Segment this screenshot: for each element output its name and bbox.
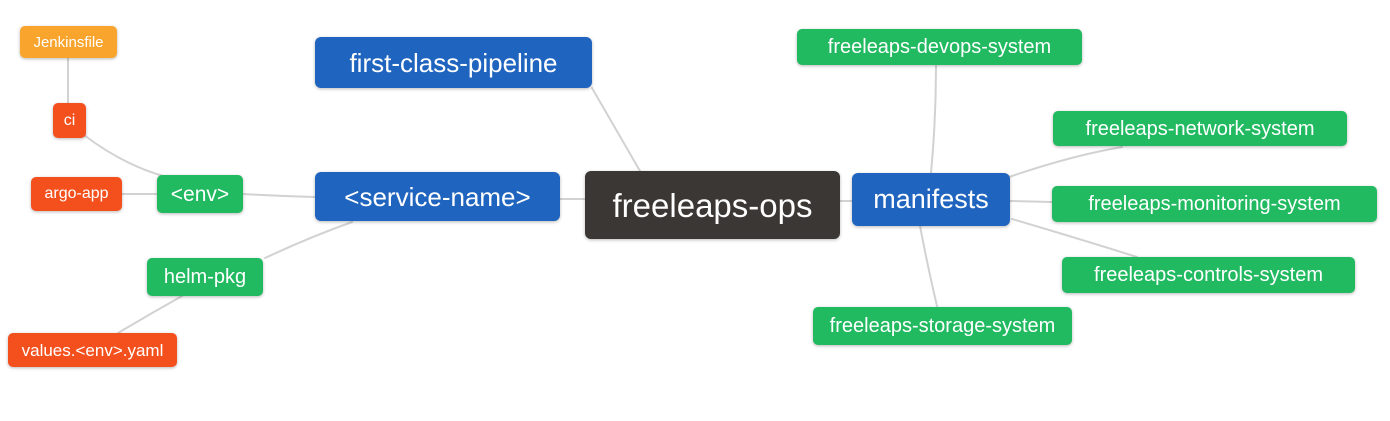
edge-manifests-controls [1011, 218, 1138, 258]
node-ci[interactable]: ci [53, 103, 86, 138]
edge-manifests-devops [930, 65, 937, 174]
node-freeleaps-monitoring-system[interactable]: freeleaps-monitoring-system [1052, 186, 1377, 222]
edge-pipeline-root [591, 87, 641, 172]
edge-manifests-storage [919, 225, 938, 307]
node-env[interactable]: <env> [157, 175, 243, 213]
edge-manifests-monitoring [1009, 200, 1053, 203]
edge-env-service-name [242, 193, 316, 198]
node-helm-pkg[interactable]: helm-pkg [147, 258, 263, 296]
node-values-env-yaml[interactable]: values.<env>.yaml [8, 333, 177, 367]
node-freeleaps-ops-root[interactable]: freeleaps-ops [585, 171, 840, 239]
node-service-name[interactable]: <service-name> [315, 172, 560, 221]
edge-helm-pkg-service-name [264, 221, 353, 259]
edge-ci-env [83, 134, 164, 177]
node-freeleaps-network-system[interactable]: freeleaps-network-system [1053, 111, 1347, 146]
node-freeleaps-devops-system[interactable]: freeleaps-devops-system [797, 29, 1082, 65]
node-jenkinsfile[interactable]: Jenkinsfile [20, 26, 117, 58]
node-manifests[interactable]: manifests [852, 173, 1010, 226]
node-freeleaps-storage-system[interactable]: freeleaps-storage-system [813, 307, 1072, 345]
node-argo-app[interactable]: argo-app [31, 177, 122, 211]
edge-manifests-network [1008, 146, 1123, 178]
edge-helm-pkg-values [117, 295, 183, 334]
node-freeleaps-controls-system[interactable]: freeleaps-controls-system [1062, 257, 1355, 293]
node-first-class-pipeline[interactable]: first-class-pipeline [315, 37, 592, 88]
